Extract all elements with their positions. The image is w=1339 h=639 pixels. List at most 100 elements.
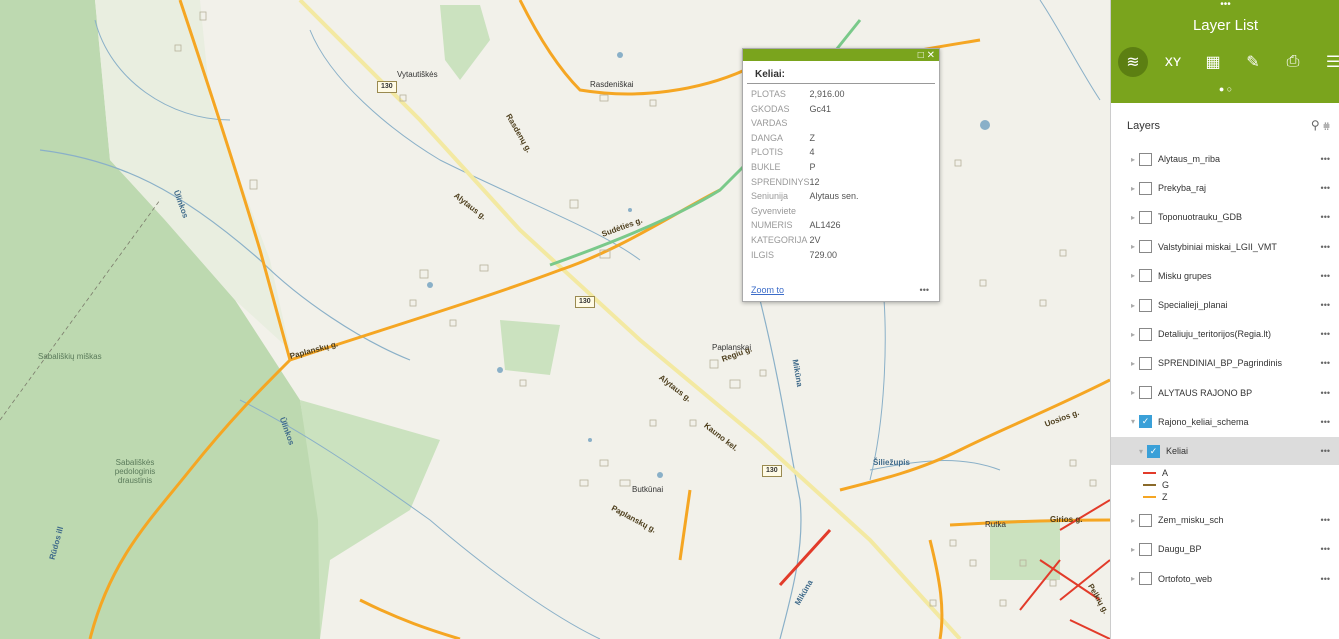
layer-name: Misku grupes bbox=[1158, 270, 1212, 281]
layer-checkbox[interactable] bbox=[1139, 327, 1152, 341]
print-icon[interactable]: ⎙ bbox=[1286, 53, 1300, 70]
layer-row[interactable]: ▸ALYTAUS RAJONO BP••• bbox=[1111, 379, 1339, 407]
attribute-key: ILGIS bbox=[751, 249, 775, 260]
expand-icon[interactable]: ▸ bbox=[1130, 329, 1135, 339]
layer-name: Alytaus_m_riba bbox=[1158, 154, 1221, 164]
layer-checkbox[interactable] bbox=[1139, 269, 1152, 283]
forest-area bbox=[0, 0, 320, 639]
route-shield: 130 bbox=[377, 81, 397, 93]
expand-icon[interactable]: ▸ bbox=[1130, 358, 1135, 368]
zoom-to-link[interactable]: Zoom to bbox=[751, 285, 785, 295]
expand-icon[interactable]: ▸ bbox=[1130, 300, 1135, 310]
attribute-value: 12 bbox=[809, 176, 820, 187]
widget-toolbar: ≋ xʏ ▦ ✎ ⎙ ☰ bbox=[1118, 47, 1339, 77]
layers-icon[interactable]: ≋ bbox=[1118, 47, 1148, 77]
collapse-icon[interactable]: ▾ bbox=[1130, 417, 1135, 427]
layer-checkbox[interactable]: ✓ bbox=[1139, 415, 1152, 429]
forest-area bbox=[300, 400, 440, 639]
layer-name: Rajono_keliai_schema bbox=[1158, 416, 1249, 427]
legend-icon[interactable]: ☰ bbox=[1325, 54, 1339, 71]
layer-name: Detaliuju_teritorijos(Regia.lt) bbox=[1158, 329, 1272, 340]
attribute-value: AL1426 bbox=[809, 220, 841, 231]
place-label: Butkūnai bbox=[632, 485, 664, 494]
layer-list-panel: ••• Layer List ≋xʏ▦✎⎙☰ ● ○ Layers ⚲ ⩷ ▸A… bbox=[1110, 0, 1339, 639]
expand-icon[interactable]: ▸ bbox=[1130, 183, 1135, 193]
layer-checkbox[interactable] bbox=[1139, 298, 1152, 312]
layer-checkbox[interactable] bbox=[1139, 356, 1152, 370]
grid-icon[interactable]: ▦ bbox=[1205, 54, 1221, 71]
layer-options-icon[interactable]: ••• bbox=[1320, 329, 1330, 340]
layer-checkbox[interactable]: ✓ bbox=[1147, 444, 1160, 458]
layer-row[interactable]: ▸SPRENDINIAI_BP_Pagrindinis••• bbox=[1111, 349, 1339, 377]
attribute-key: BUKLE bbox=[751, 161, 781, 172]
popup-attribute-row: Gyvenviete bbox=[751, 204, 859, 219]
layer-options-icon[interactable]: ••• bbox=[1320, 300, 1330, 310]
layer-options-icon[interactable]: ••• bbox=[1320, 416, 1330, 427]
place-label: Paplanskai bbox=[712, 343, 752, 352]
layer-checkbox[interactable] bbox=[1139, 542, 1152, 556]
expand-icon[interactable]: ▸ bbox=[1130, 242, 1135, 252]
collapse-icon[interactable]: ▾ bbox=[1138, 446, 1143, 456]
layer-options-icon[interactable]: ••• bbox=[1320, 358, 1330, 369]
layer-checkbox[interactable] bbox=[1139, 572, 1152, 586]
attribute-key: Seniunija bbox=[751, 191, 789, 202]
expand-icon[interactable]: ▸ bbox=[1130, 574, 1135, 584]
layer-checkbox[interactable] bbox=[1139, 240, 1152, 254]
expand-icon[interactable]: ▸ bbox=[1130, 515, 1135, 525]
toolbar-pager[interactable]: ● ○ bbox=[1218, 84, 1233, 94]
layer-row[interactable]: ▾ ✓ Rajono_keliai_schema ••• bbox=[1111, 408, 1339, 436]
layer-options-icon[interactable]: ••• bbox=[1320, 515, 1330, 526]
layer-checkbox[interactable] bbox=[1139, 181, 1152, 195]
layer-row[interactable]: ▸ Alytaus_m_riba ••• bbox=[1111, 145, 1339, 173]
layer-row[interactable]: ▸Valstybiniai miskai_LGII_VMT••• bbox=[1111, 233, 1339, 261]
layer-options-icon[interactable]: ••• bbox=[1320, 387, 1330, 398]
layers-search-filter-icon[interactable]: ⚲ ⩷ bbox=[1310, 118, 1330, 132]
layer-row[interactable]: ▸ Detaliuju_teritorijos(Regia.lt) ••• bbox=[1111, 320, 1339, 348]
coordinate-icon[interactable]: xʏ bbox=[1164, 53, 1182, 70]
layer-checkbox[interactable] bbox=[1139, 513, 1152, 527]
attribute-key: KATEGORIJA bbox=[751, 234, 808, 245]
layer-options-icon[interactable]: ••• bbox=[1320, 212, 1330, 223]
layer-row[interactable]: ▸Zem_misku_sch••• bbox=[1111, 506, 1339, 534]
layer-checkbox[interactable] bbox=[1139, 210, 1152, 224]
layer-options-icon[interactable]: ••• bbox=[1320, 544, 1330, 555]
layer-row[interactable]: ▸Daugu_BP••• bbox=[1111, 535, 1339, 563]
popup-controls[interactable]: □ ✕ bbox=[917, 49, 935, 61]
layer-checkbox[interactable] bbox=[1139, 386, 1152, 400]
expand-icon[interactable]: ▸ bbox=[1130, 388, 1135, 398]
layer-options-icon[interactable]: ••• bbox=[1320, 154, 1330, 164]
layer-options-icon[interactable]: ••• bbox=[1320, 241, 1330, 252]
expand-icon[interactable]: ▸ bbox=[1130, 544, 1135, 554]
layer-options-icon[interactable]: ••• bbox=[1320, 573, 1330, 584]
panel-header: ••• Layer List ≋xʏ▦✎⎙☰ ● ○ bbox=[1111, 0, 1339, 103]
draw-icon[interactable]: ✎ bbox=[1246, 54, 1260, 71]
legend-swatch bbox=[1143, 484, 1156, 487]
expand-icon[interactable]: ▸ bbox=[1130, 271, 1135, 281]
layer-row[interactable]: ▸Specialieji_planai••• bbox=[1111, 291, 1339, 319]
popup-more-icon[interactable]: ••• bbox=[919, 285, 929, 295]
attribute-key: Gyvenviete bbox=[751, 205, 797, 216]
layer-row[interactable]: ▸ Misku grupes ••• bbox=[1111, 262, 1339, 290]
layer-checkbox[interactable] bbox=[1139, 152, 1152, 166]
layer-options-icon[interactable]: ••• bbox=[1320, 270, 1330, 281]
layer-row[interactable]: ▸Ortofoto_web••• bbox=[1111, 565, 1339, 593]
expand-icon[interactable]: ▸ bbox=[1130, 154, 1135, 164]
panel-handle[interactable]: ••• bbox=[1220, 0, 1231, 10]
attribute-key: PLOTAS bbox=[751, 89, 786, 99]
layer-options-icon[interactable]: ••• bbox=[1320, 446, 1330, 456]
layer-row[interactable]: ▸Prekyba_raj••• bbox=[1111, 174, 1339, 202]
layer-row[interactable]: ▸Toponuotrauku_GDB••• bbox=[1111, 203, 1339, 231]
layer-options-icon[interactable]: ••• bbox=[1320, 183, 1330, 194]
attribute-value: Z bbox=[809, 132, 816, 143]
legend-item: A bbox=[1143, 468, 1168, 478]
layer-row[interactable]: ▾✓Keliai••• bbox=[1111, 437, 1339, 465]
expand-icon[interactable]: ▸ bbox=[1130, 212, 1135, 222]
map-view[interactable]: Vytautiškės Rasdeniškai Paplanskai Butkū… bbox=[0, 0, 1110, 639]
